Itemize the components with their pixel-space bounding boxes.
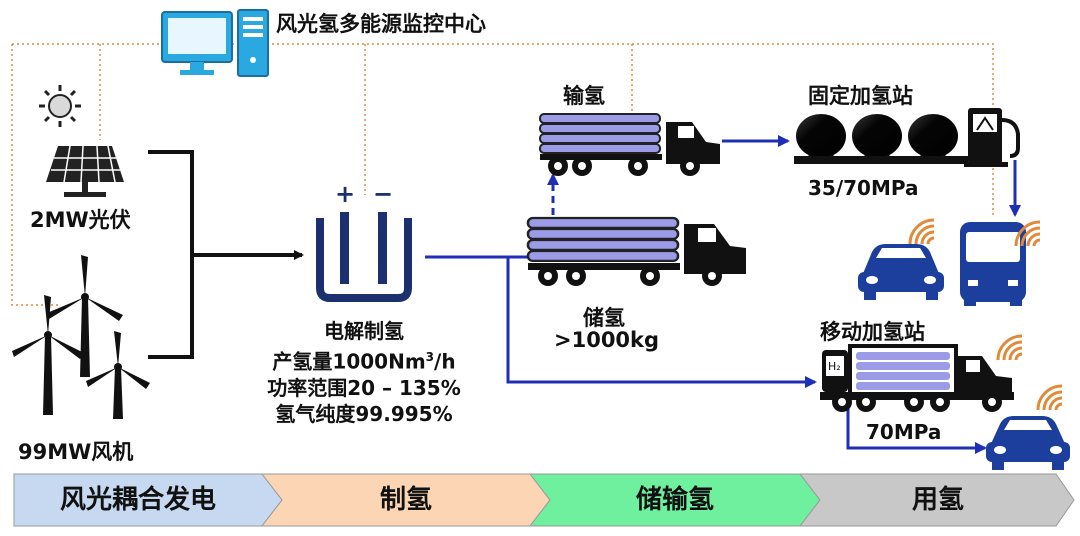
diagram-title: 风光氢多能源监控中心 xyxy=(276,12,486,36)
wind-capacity-label: 99MW风机 xyxy=(18,440,134,464)
electrolysis-title: 电解制氢 xyxy=(324,319,404,343)
cathode-minus-sign: − xyxy=(373,180,394,208)
fixed-station-pressure: 35/70MPa xyxy=(808,176,919,200)
storage-truck-icon xyxy=(526,216,746,286)
sun-icon xyxy=(39,85,81,127)
bus-icon xyxy=(960,222,1026,306)
car-icon xyxy=(858,244,944,300)
power-range: 功率范围20 – 135% xyxy=(267,375,461,400)
storage-capacity: >1000kg xyxy=(554,328,660,352)
hydrogen-mark: H₂ xyxy=(828,360,841,373)
solar-panel-icon xyxy=(46,145,124,197)
power-bus-lines xyxy=(148,150,304,359)
electrolysis-spec-block: 电解制氢 产氢量1000Nm3/h 功率范围20 – 135% 氢气纯度99.9… xyxy=(250,318,478,427)
hydrogen-output-rate: 产氢量1000Nm3/h xyxy=(272,349,456,374)
stage-chevron-usage xyxy=(798,473,1075,527)
hydrogen-storage-tanks-icon xyxy=(794,114,968,164)
stage-usage-label: 用氢 xyxy=(911,485,964,515)
car-icon xyxy=(986,416,1070,470)
hydrogen-purity: 氢气纯度99.995% xyxy=(275,401,453,426)
transport-label: 输氢 xyxy=(563,84,605,108)
solar-capacity-label: 2MW光伏 xyxy=(30,208,131,232)
fixed-station-label: 固定加氢站 xyxy=(808,84,913,108)
mobile-station-pressure: 70MPa xyxy=(866,420,942,444)
mobile-station-label: 移动加氢站 xyxy=(820,320,925,344)
stage-production-label: 制氢 xyxy=(379,485,432,515)
wireless-signal-icon xyxy=(1036,384,1064,412)
mobile-station-truck-icon xyxy=(820,344,1014,412)
anode-plus-sign: + xyxy=(335,180,356,208)
stage-generation-label: 风光耦合发电 xyxy=(59,485,216,515)
transport-truck-icon xyxy=(539,113,720,176)
storage-label: 储氢 xyxy=(583,306,625,330)
stage-storage-transport-label: 储输氢 xyxy=(635,485,714,515)
computer-icon xyxy=(161,9,269,77)
electrolyzer-icon xyxy=(316,212,412,302)
wind-turbine-icon xyxy=(12,255,150,419)
fuel-dispenser-icon xyxy=(964,108,1020,167)
hydrogen-flow-arrows xyxy=(425,135,1021,454)
wireless-signal-icon xyxy=(996,334,1024,362)
wireless-signal-icon xyxy=(908,218,936,246)
stage-banner xyxy=(13,473,1075,527)
